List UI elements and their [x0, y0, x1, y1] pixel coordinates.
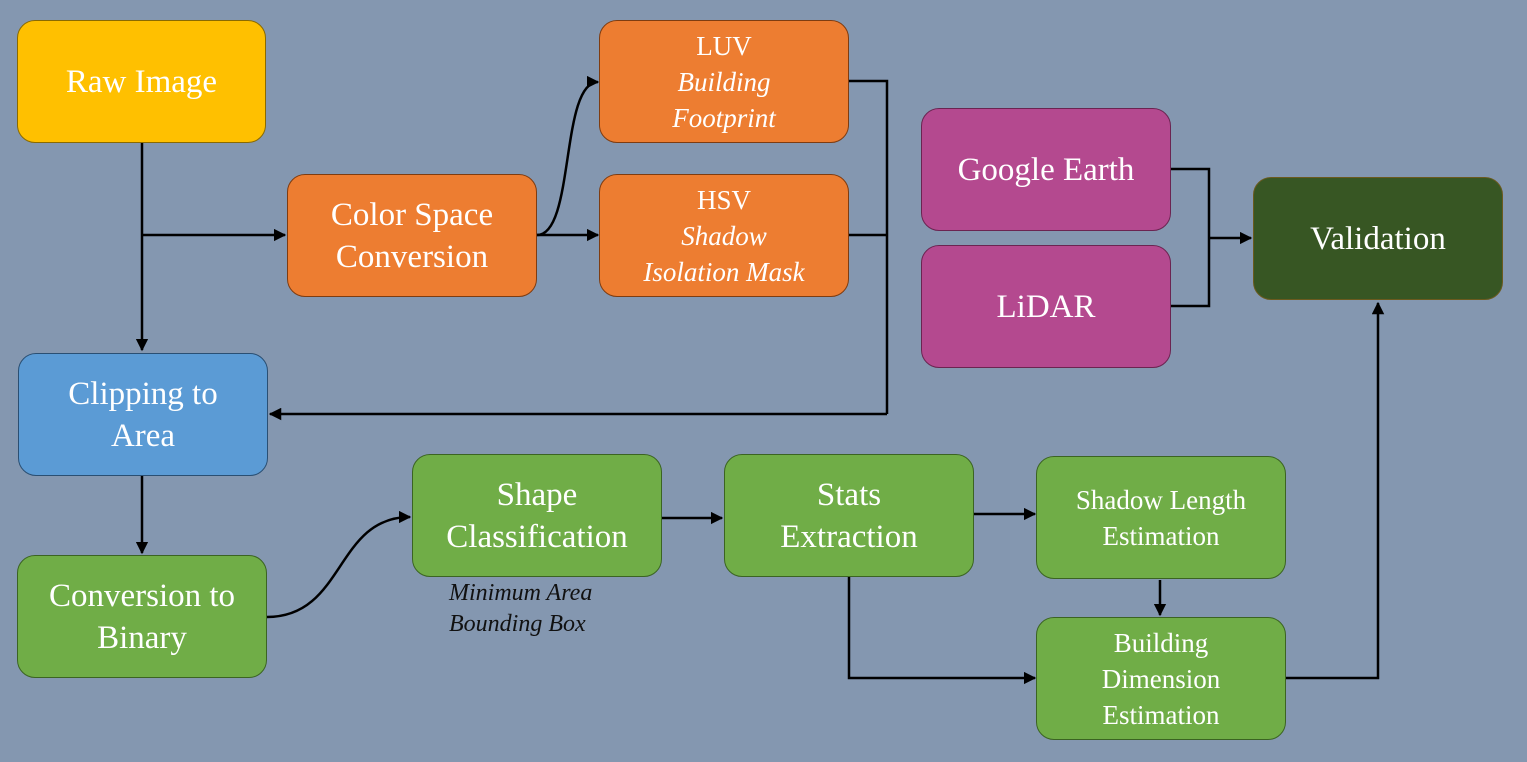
- luv-title: LUV: [696, 30, 752, 61]
- luv-node: LUV Building Footprint: [599, 20, 849, 143]
- validation-label: Validation: [1310, 220, 1446, 257]
- google-earth-label: Google Earth: [957, 151, 1135, 188]
- arrow-building-dim-to-validation: [1285, 301, 1385, 680]
- arrow-binary-to-shape: [266, 510, 412, 619]
- shape-label-line2: Classification: [446, 518, 628, 555]
- luv-sub-line1: Building: [677, 66, 771, 97]
- shadow-length-node: Shadow Length Estimation: [1036, 456, 1286, 579]
- stats-label-line1: Stats: [816, 476, 882, 513]
- building-dimension-node: Building Dimension Estimation: [1036, 617, 1286, 740]
- raw-image-label: Raw Image: [65, 63, 218, 100]
- building-dim-label-line2: Dimension: [1101, 663, 1221, 694]
- shadow-length-label-line1: Shadow Length: [1075, 484, 1247, 515]
- building-dim-label-line3: Estimation: [1102, 699, 1220, 730]
- color-space-label-line1: Color Space: [330, 196, 494, 233]
- connector-google-earth: [1170, 167, 1211, 308]
- stats-extraction-node: Stats Extraction: [724, 454, 974, 577]
- stats-label-line2: Extraction: [780, 518, 918, 555]
- clipping-label-line1: Clipping to: [68, 375, 218, 412]
- hsv-node: HSV Shadow Isolation Mask: [599, 174, 849, 297]
- google-earth-node: Google Earth: [921, 108, 1171, 231]
- shape-annotation: Minimum Area Bounding Box: [449, 578, 592, 640]
- clipping-label-line2: Area: [110, 417, 176, 454]
- luv-sub-line2: Footprint: [672, 102, 776, 133]
- arrow-colorspace-to-luv: [536, 75, 600, 237]
- color-space-conversion-node: Color Space Conversion: [287, 174, 537, 297]
- clipping-node: Clipping to Area: [18, 353, 268, 476]
- validation-node: Validation: [1253, 177, 1503, 300]
- shape-note-line2: Bounding Box: [449, 611, 586, 637]
- hsv-sub-line1: Shadow: [681, 220, 767, 251]
- raw-image-node: Raw Image: [17, 20, 266, 143]
- lidar-node: LiDAR: [921, 245, 1171, 368]
- building-dim-label-line1: Building: [1113, 627, 1209, 658]
- hsv-sub-line2: Isolation Mask: [643, 256, 805, 287]
- shape-note-line1: Minimum Area: [449, 580, 593, 606]
- hsv-title: HSV: [696, 184, 751, 215]
- shadow-length-label-line2: Estimation: [1102, 520, 1220, 551]
- binary-conversion-node: Conversion to Binary: [17, 555, 267, 678]
- shape-classification-node: Shape Classification: [412, 454, 662, 577]
- connector-luv-to-bus: [849, 79, 889, 414]
- binary-label-line1: Conversion to: [48, 577, 236, 614]
- arrow-stats-to-building-dim: [847, 577, 1037, 685]
- binary-label-line2: Binary: [97, 619, 187, 656]
- lidar-label: LiDAR: [996, 288, 1096, 325]
- color-space-label-line2: Conversion: [335, 238, 489, 275]
- shape-label-line1: Shape: [496, 476, 578, 513]
